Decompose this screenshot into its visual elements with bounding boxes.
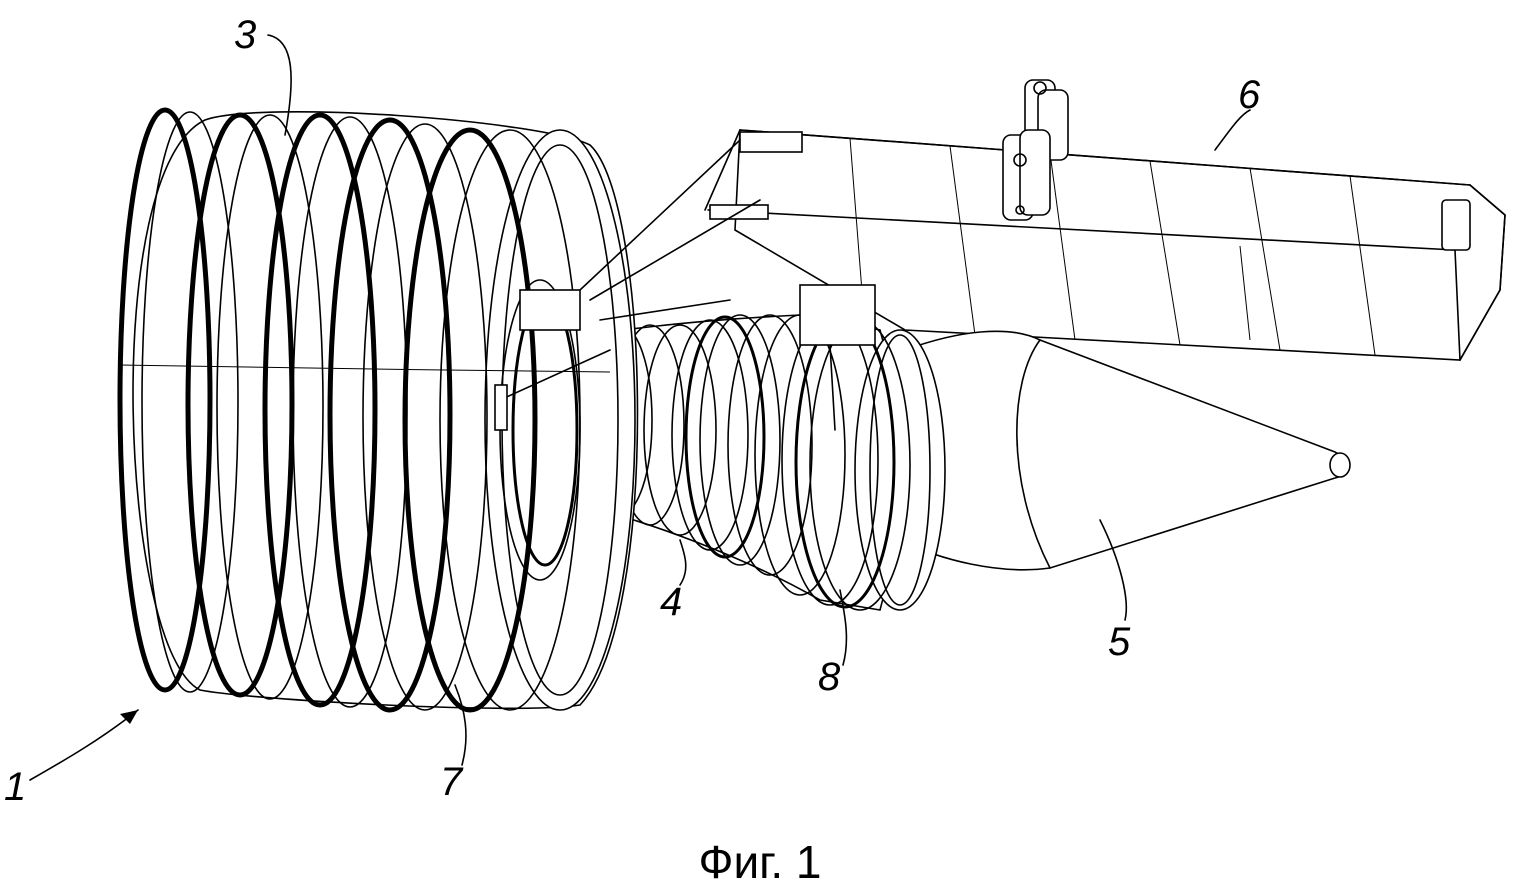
arrow-icon (120, 710, 138, 724)
fan-casing (117, 107, 761, 713)
label-7: 7 (440, 760, 464, 804)
label-1: 1 (4, 765, 26, 809)
label-4: 4 (660, 580, 682, 624)
leader-lines (29, 34, 1251, 781)
label-6: 6 (1238, 73, 1261, 117)
mount-lugs (1002, 79, 1069, 221)
label-3: 3 (234, 13, 256, 57)
label-5: 5 (1108, 620, 1131, 664)
exhaust-cone (899, 330, 1351, 571)
pylon (704, 79, 1506, 361)
figure-caption: Фиг. 1 (699, 836, 822, 888)
label-8: 8 (818, 655, 841, 699)
